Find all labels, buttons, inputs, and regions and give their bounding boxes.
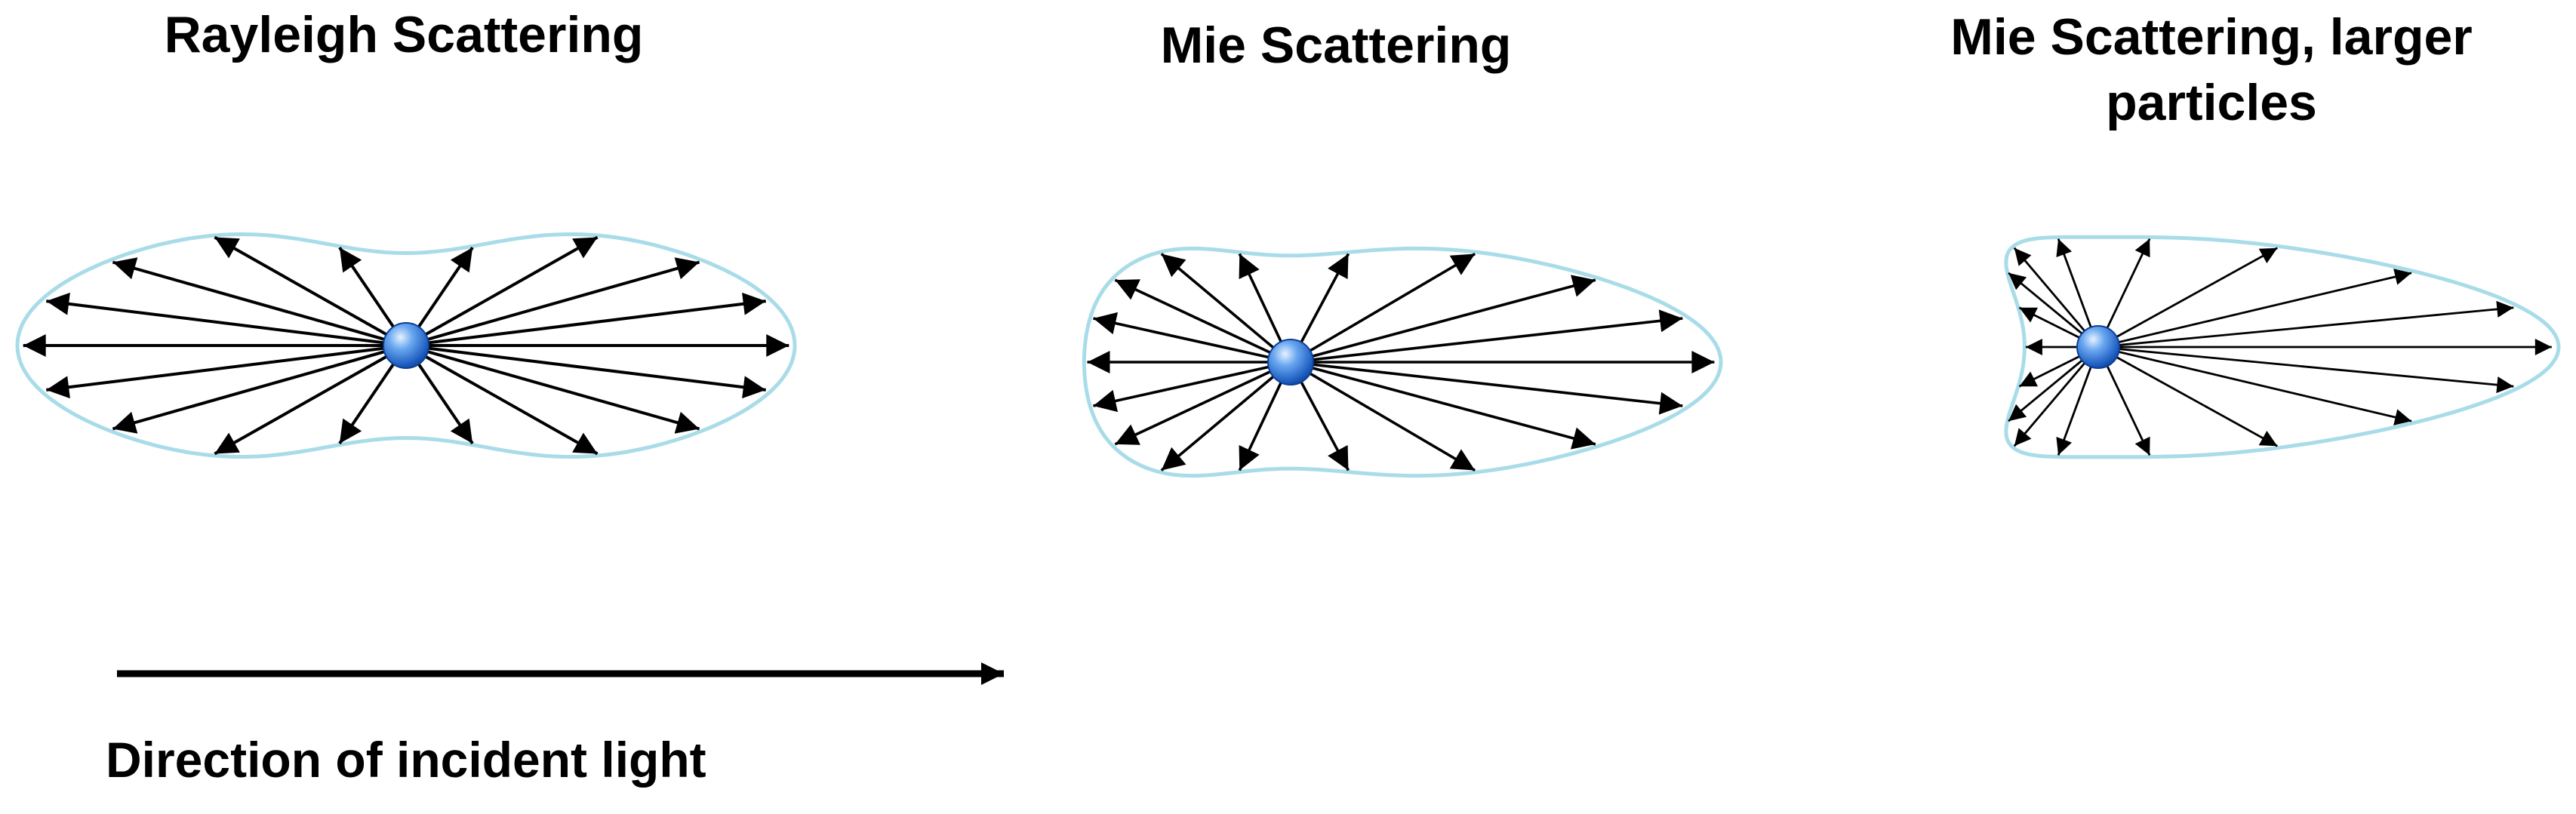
- mie-large-particles-diagram: [2004, 235, 2561, 459]
- scattered-ray: [405, 292, 766, 347]
- mie-large-scattering-lobe: [2004, 235, 2561, 459]
- scattered-ray: [2097, 346, 2412, 425]
- mie-particle: [1267, 339, 1314, 385]
- scattered-ray: [405, 344, 766, 399]
- scattered-ray: [1290, 361, 1476, 472]
- scattered-ray: [2097, 300, 2514, 349]
- scattered-ray: [214, 344, 407, 456]
- title-mie: Mie Scattering: [1160, 17, 1512, 74]
- scattered-ray: [2097, 346, 2514, 394]
- scattered-ray: [46, 292, 407, 347]
- mie-scattered-rays: [1087, 252, 1715, 472]
- mie-large-particle: [2076, 325, 2120, 369]
- scattered-ray: [112, 344, 407, 434]
- scattered-ray: [1093, 312, 1291, 364]
- scattered-ray: [46, 344, 407, 399]
- scattered-ray: [2097, 247, 2278, 349]
- scattered-ray: [1290, 275, 1596, 364]
- scattered-ray: [2097, 269, 2412, 349]
- scattered-ray: [2097, 346, 2278, 447]
- scattered-ray: [405, 235, 599, 347]
- scattered-ray: [214, 235, 407, 347]
- scattered-ray: [405, 344, 599, 456]
- rayleigh-diagram: [15, 232, 797, 459]
- scattered-ray: [1093, 361, 1291, 413]
- incident-light-caption: Direction of incident light: [106, 732, 706, 788]
- scattered-ray: [1160, 253, 1292, 364]
- scattered-ray: [1114, 361, 1291, 446]
- rayleigh-particle: [383, 322, 429, 369]
- scattered-ray: [1290, 361, 1596, 450]
- scattered-ray: [1290, 252, 1476, 364]
- mie-scattering-lobe: [1082, 246, 1723, 478]
- title-rayleigh: Rayleigh Scattering: [164, 6, 644, 63]
- scattered-ray: [405, 344, 700, 434]
- scattered-ray: [1114, 278, 1291, 364]
- scattered-ray: [1160, 361, 1292, 472]
- scattered-ray: [405, 257, 700, 347]
- scattered-ray: [1290, 309, 1683, 364]
- rayleigh-scattered-rays: [23, 235, 789, 456]
- scattered-ray: [1290, 361, 1683, 415]
- rayleigh-scattering-lobe: [15, 232, 797, 459]
- mie-diagram: [1082, 246, 1723, 478]
- title-mie-large-particles: Mie Scattering, larger particles: [1950, 8, 2473, 132]
- scattered-ray: [112, 257, 407, 347]
